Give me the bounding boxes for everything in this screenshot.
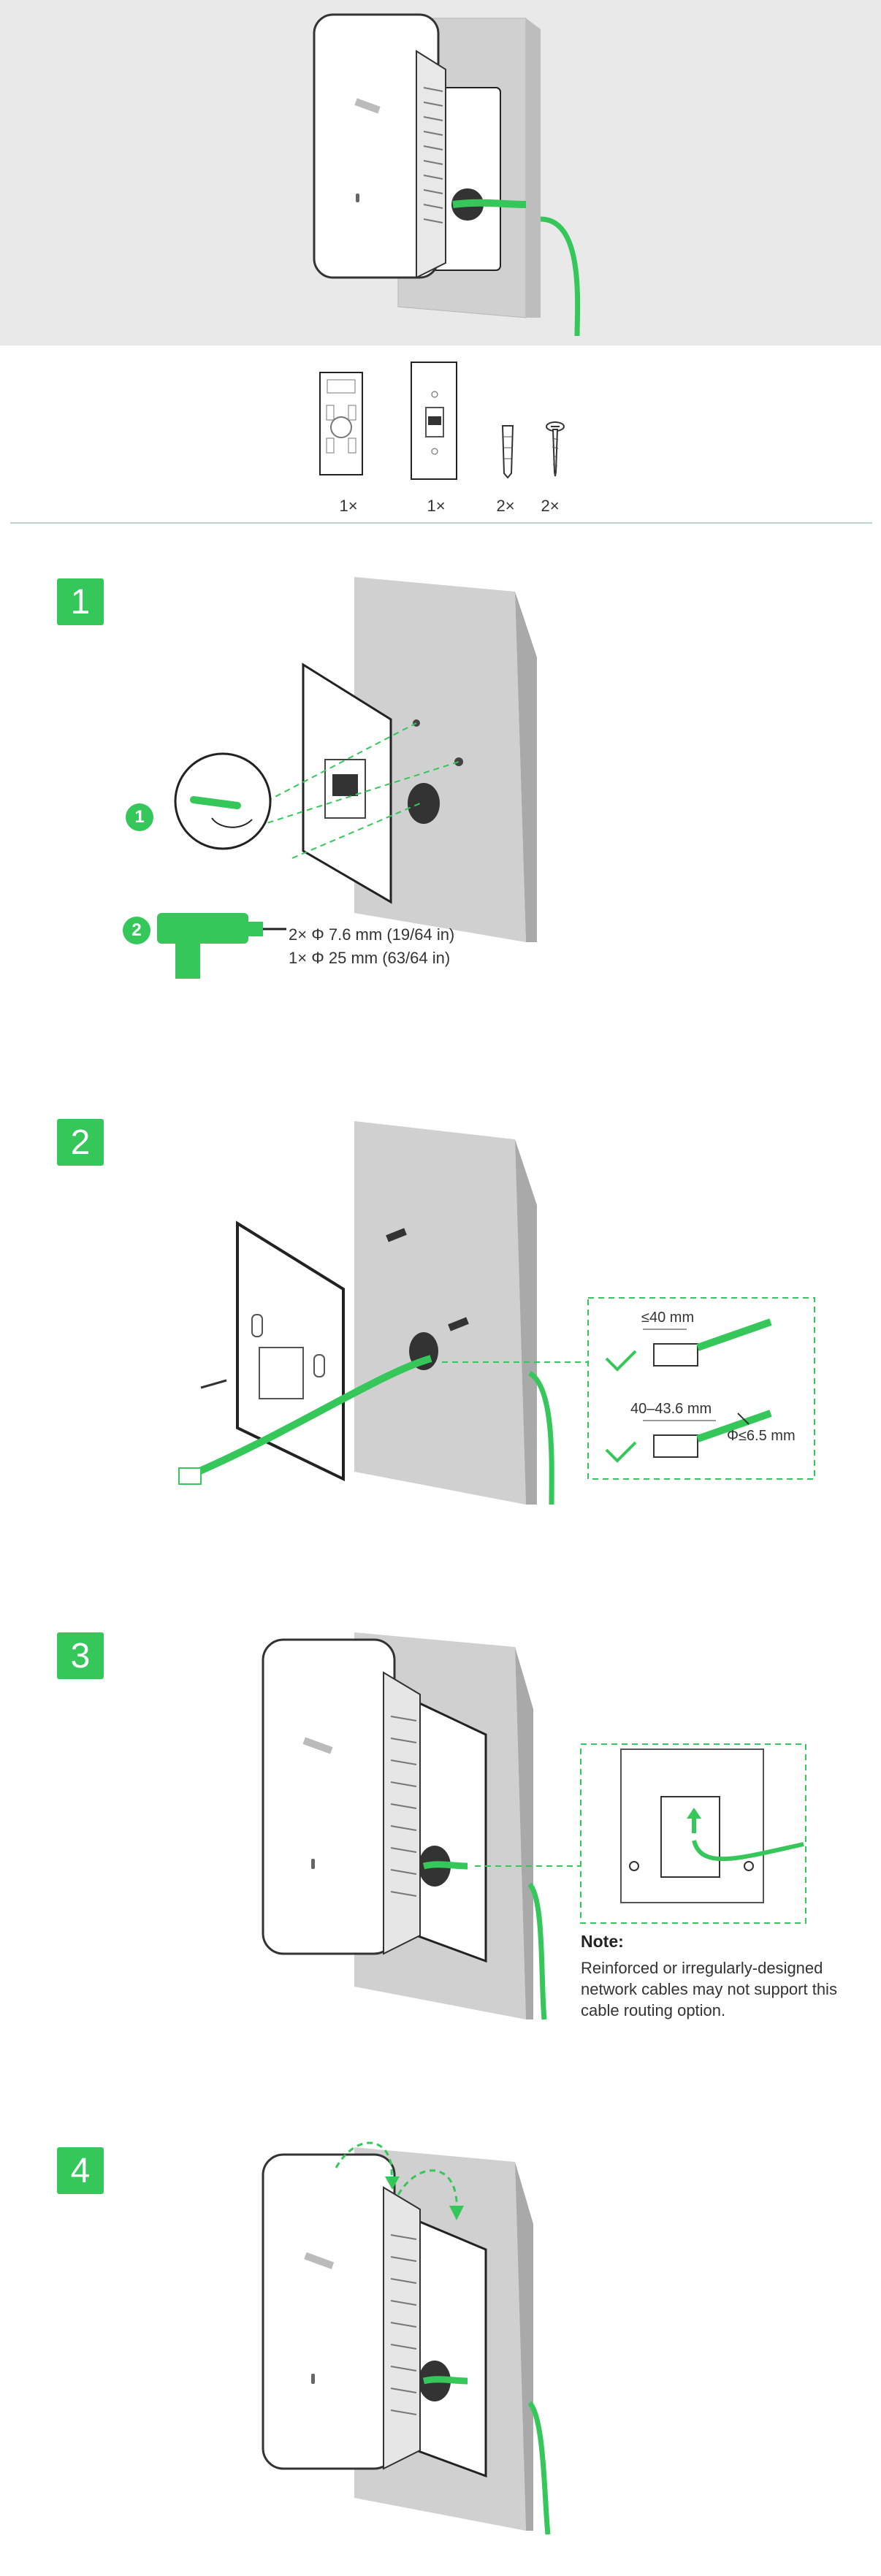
step-number-badge: 2: [57, 1119, 104, 1166]
quantity-label: 2×: [496, 497, 515, 515]
cable-length-callout: 40–43.6 mm: [630, 1401, 712, 1417]
sub-step-badge: 2: [123, 917, 150, 944]
cable-diameter-callout: Φ≤6.5 mm: [727, 1428, 796, 1444]
note-body: Reinforced or irregularly-designed netwo…: [581, 1959, 837, 2019]
quantity-label: 1×: [339, 497, 358, 515]
sub-step-badge: 1: [126, 803, 153, 831]
cable-length-callout: ≤40 mm: [641, 1310, 695, 1326]
note-title: Note:: [581, 1932, 624, 1951]
screw-icon: [546, 421, 565, 477]
mounting-template-icon: [411, 362, 457, 480]
quantity-label: 1×: [427, 497, 446, 515]
section-divider: [10, 522, 872, 524]
step-number-badge: 3: [57, 1632, 104, 1679]
wall-anchor-icon: [501, 425, 514, 479]
step-number-badge: 4: [57, 2147, 104, 2194]
mounting-bracket-icon: [319, 372, 363, 475]
quantity-label: 2×: [541, 497, 560, 515]
hero-device-illustration: [313, 13, 581, 337]
step-number-badge: 1: [57, 578, 104, 625]
drill-spec-line: 1× Φ 25 mm (63/64 in): [289, 949, 451, 967]
drill-spec-line: 2× Φ 7.6 mm (19/64 in): [289, 925, 455, 944]
